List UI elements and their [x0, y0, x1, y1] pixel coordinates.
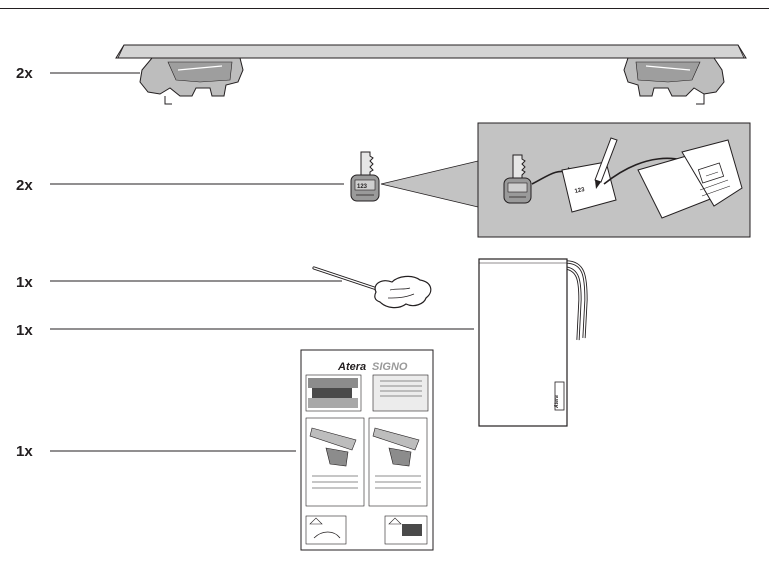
- storage-bag-quantity: 1x: [16, 322, 33, 339]
- key-number-label: 123: [357, 184, 368, 190]
- bag-tag-label: Atera: [554, 395, 560, 409]
- right-foot-icon: [623, 57, 725, 105]
- key-registration-panel: 123: [477, 122, 751, 238]
- manual-quantity: 1x: [16, 443, 33, 460]
- bag-tag: [554, 381, 565, 411]
- key-icon: 123: [350, 151, 380, 202]
- note-card-number: 123: [574, 187, 586, 195]
- panel-key-icon: [503, 154, 532, 204]
- manual-brand: Atera: [337, 361, 366, 373]
- open-manual-icon: [637, 139, 743, 219]
- left-foot-icon: [139, 57, 244, 105]
- storage-bag-icon: Atera: [478, 258, 588, 427]
- roof-bar-icon: [115, 44, 747, 105]
- roof-bars-quantity: 2x: [16, 65, 33, 82]
- manual-icon: Atera SIGNO: [300, 349, 434, 551]
- callout-wedge: [381, 161, 478, 207]
- torque-tool-quantity: 1x: [16, 274, 33, 291]
- manual-product: SIGNO: [372, 361, 408, 373]
- pencil-icon: [594, 137, 618, 189]
- keys-quantity: 2x: [16, 177, 33, 194]
- torque-tool-icon: [312, 266, 432, 309]
